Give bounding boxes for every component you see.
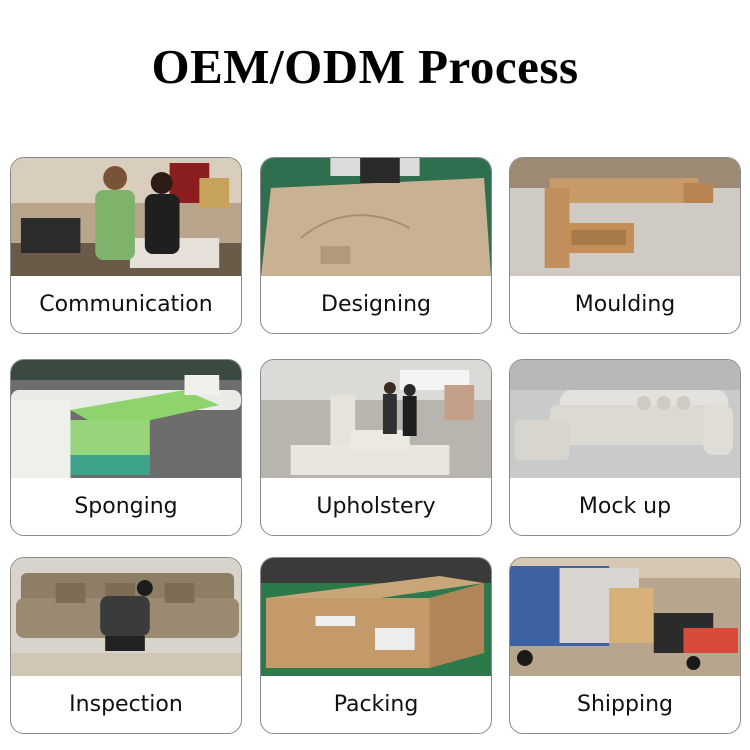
step-card-inspection: Inspection	[10, 557, 242, 734]
inspector-sofa-photo	[11, 558, 241, 676]
step-card-shipping: Shipping	[509, 557, 741, 734]
wood-frame-photo	[510, 158, 740, 276]
sectional-sofa-photo	[510, 360, 740, 478]
page-title: OEM/ODM Process	[151, 39, 579, 94]
foam-sofa-photo	[11, 360, 241, 478]
upholstery-workshop-photo	[261, 360, 491, 478]
cardboard-box-photo	[261, 558, 491, 676]
step-label: Designing	[321, 292, 431, 317]
step-card-upholstery: Upholstery	[260, 359, 492, 536]
step-card-mock-up: Mock up	[509, 359, 741, 536]
step-card-packing: Packing	[260, 557, 492, 734]
step-label: Inspection	[69, 692, 183, 717]
step-label: Upholstery	[316, 494, 436, 519]
step-card-moulding: Moulding	[509, 157, 741, 334]
container-loading-photo	[510, 558, 740, 676]
pattern-cutting-photo	[261, 158, 491, 276]
step-card-communication: Communication	[10, 157, 242, 334]
step-label: Packing	[333, 692, 419, 717]
step-label: Sponging	[74, 494, 178, 519]
people-meeting-photo	[11, 158, 241, 276]
step-label: Moulding	[574, 292, 676, 317]
step-label: Communication	[39, 292, 213, 317]
step-label: Mock up	[578, 494, 672, 519]
step-label: Shipping	[577, 692, 673, 717]
step-card-designing: Designing	[260, 157, 492, 334]
step-card-sponging: Sponging	[10, 359, 242, 536]
